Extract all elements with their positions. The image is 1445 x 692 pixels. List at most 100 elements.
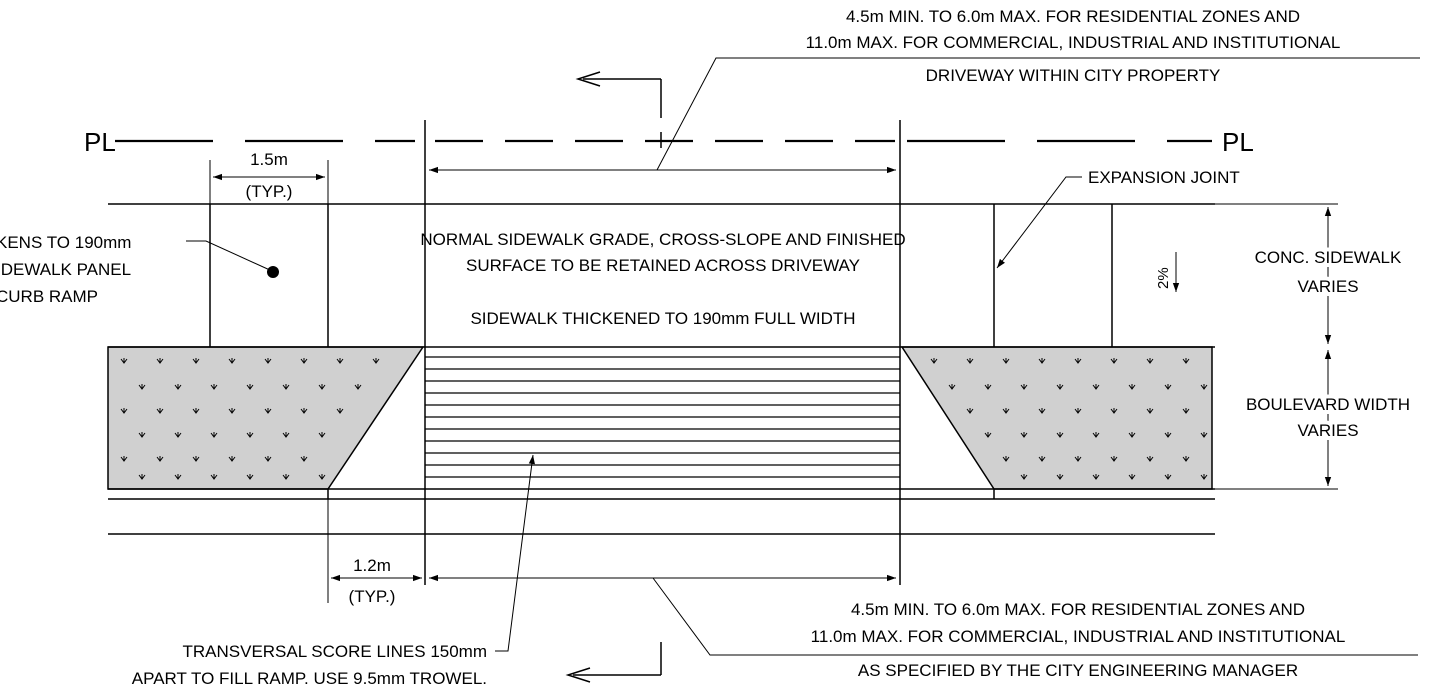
grass-symbol <box>228 408 236 414</box>
grass-symbol <box>1074 456 1082 462</box>
boulevard-label-line1: BOULEVARD WIDTH <box>1246 395 1410 414</box>
grass-symbol <box>1164 384 1172 390</box>
grass-symbol <box>120 358 128 364</box>
grass-symbol <box>1182 408 1190 414</box>
top-note-line1: 4.5m MIN. TO 6.0m MAX. FOR RESIDENTIAL Z… <box>846 7 1300 26</box>
property-line-symbol-right: PL <box>1222 127 1254 157</box>
grass-symbol <box>930 358 938 364</box>
grass-symbol <box>1074 408 1082 414</box>
grass-symbol <box>156 358 164 364</box>
panel-dimension-value: 1.5m <box>250 150 288 169</box>
expansion-joint-leader <box>996 176 1082 269</box>
grass-symbol <box>300 456 308 462</box>
grass-symbol <box>1092 384 1100 390</box>
grass-symbol <box>264 456 272 462</box>
section-marker-bottom <box>565 642 662 683</box>
grass-symbol <box>984 384 992 390</box>
grass-symbol <box>336 358 344 364</box>
grass-symbol <box>1038 408 1046 414</box>
ramp-dimension-typ: (TYP.) <box>349 587 396 606</box>
grass-symbol <box>1020 474 1028 480</box>
grass-symbol <box>318 474 326 480</box>
grass-symbol <box>1092 432 1100 438</box>
property-line-symbol-left: PL <box>84 127 116 157</box>
ramp-dimension-value: 1.2m <box>353 556 391 575</box>
grass-symbol <box>210 384 218 390</box>
boulevard-label-line2: VARIES <box>1297 421 1358 440</box>
grass-symbol <box>1200 384 1208 390</box>
slope-label: 2% <box>1155 267 1172 289</box>
grass-symbol <box>984 432 992 438</box>
grass-symbol <box>1038 456 1046 462</box>
center-note-line2: SURFACE TO BE RETAINED ACROSS DRIVEWAY <box>466 256 860 275</box>
grass-symbol <box>1020 384 1028 390</box>
grass-symbol <box>156 408 164 414</box>
panel-dimension-typ: (TYP.) <box>246 182 293 201</box>
grass-symbol <box>264 408 272 414</box>
grass-symbol <box>1110 358 1118 364</box>
grass-symbol <box>120 456 128 462</box>
grass-symbol <box>372 358 380 364</box>
score-lines <box>425 356 900 478</box>
grass-symbol <box>1200 474 1208 480</box>
grass-symbol <box>1002 358 1010 364</box>
center-note-line1: NORMAL SIDEWALK GRADE, CROSS-SLOPE AND F… <box>420 230 905 249</box>
grass-symbol <box>120 408 128 414</box>
grass-symbol <box>1182 456 1190 462</box>
grass-symbol <box>1056 432 1064 438</box>
grass-symbol <box>138 474 146 480</box>
boulevard-right <box>900 346 1213 490</box>
grass-symbol <box>1128 384 1136 390</box>
top-note-line2: 11.0m MAX. FOR COMMERCIAL, INDUSTRIAL AN… <box>806 33 1341 52</box>
grass-symbol <box>1164 474 1172 480</box>
grass-symbol <box>246 432 254 438</box>
grass-symbol <box>174 432 182 438</box>
grass-symbol <box>228 358 236 364</box>
grass-symbol <box>210 432 218 438</box>
grass-symbol <box>156 456 164 462</box>
left-note-line3: CURB RAMP <box>0 287 98 306</box>
grass-symbol <box>1200 432 1208 438</box>
grass-symbol <box>1074 358 1082 364</box>
grass-symbol <box>282 384 290 390</box>
grass-symbol <box>300 408 308 414</box>
panel-marker-dot <box>267 266 279 278</box>
grass-symbol <box>1002 456 1010 462</box>
bottom-note-line1: 4.5m MIN. TO 6.0m MAX. FOR RESIDENTIAL Z… <box>851 600 1305 619</box>
top-leader <box>656 57 1420 171</box>
grass-symbol <box>174 474 182 480</box>
grass-symbol <box>1056 474 1064 480</box>
grass-symbol <box>210 474 218 480</box>
grass-symbol <box>1146 456 1154 462</box>
grass-symbol <box>1164 432 1172 438</box>
sidewalk-label-line2: VARIES <box>1297 277 1358 296</box>
grass-symbol <box>1056 384 1064 390</box>
grass-symbol <box>1110 408 1118 414</box>
grass-symbol <box>138 432 146 438</box>
grass-symbol <box>192 456 200 462</box>
grass-symbol <box>1038 358 1046 364</box>
grass-symbol <box>192 358 200 364</box>
grass-symbol <box>246 474 254 480</box>
bottom-note-line3: AS SPECIFIED BY THE CITY ENGINEERING MAN… <box>858 661 1298 680</box>
section-marker-top <box>575 71 662 148</box>
grass-symbol <box>966 358 974 364</box>
grass-symbol <box>264 358 272 364</box>
grass-symbol <box>1020 432 1028 438</box>
grass-symbol <box>1110 456 1118 462</box>
grass-symbol <box>300 358 308 364</box>
grass-symbol <box>138 384 146 390</box>
sidewalk-label-line1: CONC. SIDEWALK <box>1255 248 1402 267</box>
grass-symbol <box>1128 474 1136 480</box>
score-note-line2: APART TO FILL RAMP. USE 9.5mm TROWEL. <box>132 669 487 688</box>
grass-symbol <box>1146 408 1154 414</box>
expansion-joint-label: EXPANSION JOINT <box>1088 168 1240 187</box>
grass-symbol <box>1146 358 1154 364</box>
boulevard-left <box>107 346 425 490</box>
left-note-leader <box>186 240 273 272</box>
grass-symbol <box>174 384 182 390</box>
grass-symbol <box>246 384 254 390</box>
score-note-leader <box>495 454 535 652</box>
grass-symbol <box>1182 358 1190 364</box>
